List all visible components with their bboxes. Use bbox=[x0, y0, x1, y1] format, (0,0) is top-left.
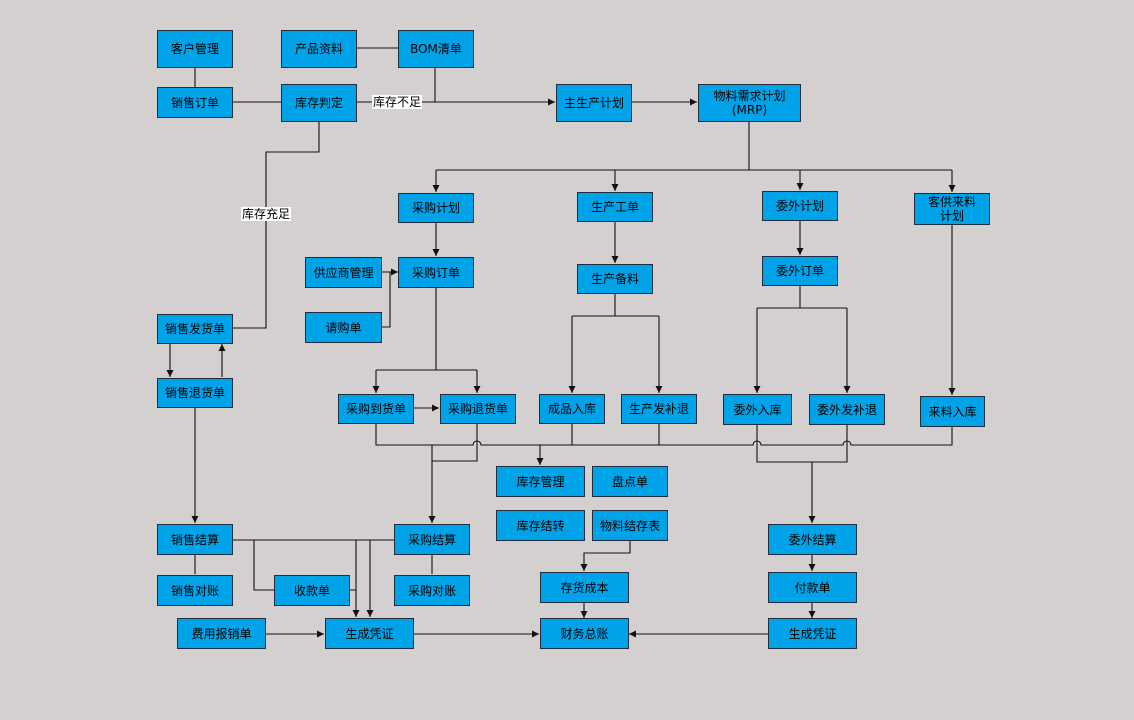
node-production-prep[interactable]: 生产备料 bbox=[577, 264, 653, 294]
node-finished-goods-in[interactable]: 成品入库 bbox=[539, 394, 605, 424]
node-inventory-carryover[interactable]: 库存结转 bbox=[496, 510, 585, 541]
edge-label-stock-insufficient: 库存不足 bbox=[372, 95, 423, 109]
edge-ssettle-receipt bbox=[253, 540, 274, 591]
node-outsource-in[interactable]: 委外入库 bbox=[723, 394, 792, 425]
node-requisition[interactable]: 请购单 bbox=[305, 312, 382, 343]
node-outsource-plan[interactable]: 委外计划 bbox=[762, 191, 838, 221]
node-purchase-plan[interactable]: 采购计划 bbox=[398, 193, 474, 223]
node-expense-claim[interactable]: 费用报销单 bbox=[177, 618, 266, 649]
node-customer-supply-plan[interactable]: 客供来料 计划 bbox=[914, 193, 990, 225]
node-outsource-settlement[interactable]: 委外结算 bbox=[768, 524, 857, 555]
node-master-production-plan[interactable]: 主生产计划 bbox=[556, 84, 632, 122]
node-material-in[interactable]: 来料入库 bbox=[920, 396, 985, 427]
connector-lines bbox=[166, 47, 956, 638]
node-sales-return[interactable]: 销售退货单 bbox=[157, 378, 233, 408]
node-purchase-receipt[interactable]: 采购到货单 bbox=[338, 394, 414, 424]
node-customer-mgmt[interactable]: 客户管理 bbox=[157, 30, 233, 68]
node-purchase-reconcile[interactable]: 采购对账 bbox=[394, 575, 470, 606]
node-purchase-return[interactable]: 采购退货单 bbox=[440, 394, 516, 424]
edge-receipt-voucher bbox=[349, 540, 357, 591]
node-stocktake[interactable]: 盘点单 bbox=[592, 466, 668, 497]
node-purchase-order[interactable]: 采购订单 bbox=[398, 257, 474, 288]
node-voucher-left[interactable]: 生成凭证 bbox=[325, 618, 414, 649]
node-receipt[interactable]: 收款单 bbox=[274, 575, 350, 606]
edge-requisition-porder bbox=[381, 272, 391, 328]
node-sales-reconcile[interactable]: 销售对账 bbox=[157, 575, 233, 606]
node-mrp[interactable]: 物料需求计划 (MRP) bbox=[698, 84, 801, 122]
node-outsource-issue[interactable]: 委外发补退 bbox=[809, 394, 885, 425]
node-product-info[interactable]: 产品资料 bbox=[281, 30, 357, 68]
edge-stock-delivery bbox=[232, 121, 320, 329]
node-outsource-order[interactable]: 委外订单 bbox=[762, 256, 838, 286]
node-inventory-mgmt[interactable]: 库存管理 bbox=[496, 466, 585, 497]
node-supplier-mgmt[interactable]: 供应商管理 bbox=[305, 257, 382, 288]
edge-balance-cost bbox=[580, 541, 631, 571]
node-sales-settlement[interactable]: 销售结算 bbox=[157, 524, 233, 555]
node-inventory-cost[interactable]: 存货成本 bbox=[540, 572, 629, 603]
edge-preturn-settle bbox=[432, 423, 478, 462]
edge-oin-bus bbox=[756, 424, 848, 463]
node-general-ledger[interactable]: 财务总账 bbox=[540, 618, 629, 649]
node-production-order[interactable]: 生产工单 bbox=[577, 192, 653, 222]
node-voucher-right[interactable]: 生成凭证 bbox=[768, 618, 857, 649]
node-sales-order[interactable]: 销售订单 bbox=[157, 87, 233, 118]
node-material-balance[interactable]: 物料结存表 bbox=[592, 510, 668, 541]
edge-label-stock-sufficient: 库存充足 bbox=[241, 207, 292, 221]
node-bom-list[interactable]: BOM清单 bbox=[398, 30, 474, 68]
node-stock-judge[interactable]: 库存判定 bbox=[281, 84, 357, 122]
node-production-issue[interactable]: 生产发补退 bbox=[621, 394, 697, 424]
edge-inventory-bus bbox=[375, 423, 953, 446]
node-sales-delivery[interactable]: 销售发货单 bbox=[157, 314, 233, 344]
node-payment[interactable]: 付款单 bbox=[768, 572, 857, 603]
node-purchase-settlement[interactable]: 采购结算 bbox=[394, 524, 470, 555]
